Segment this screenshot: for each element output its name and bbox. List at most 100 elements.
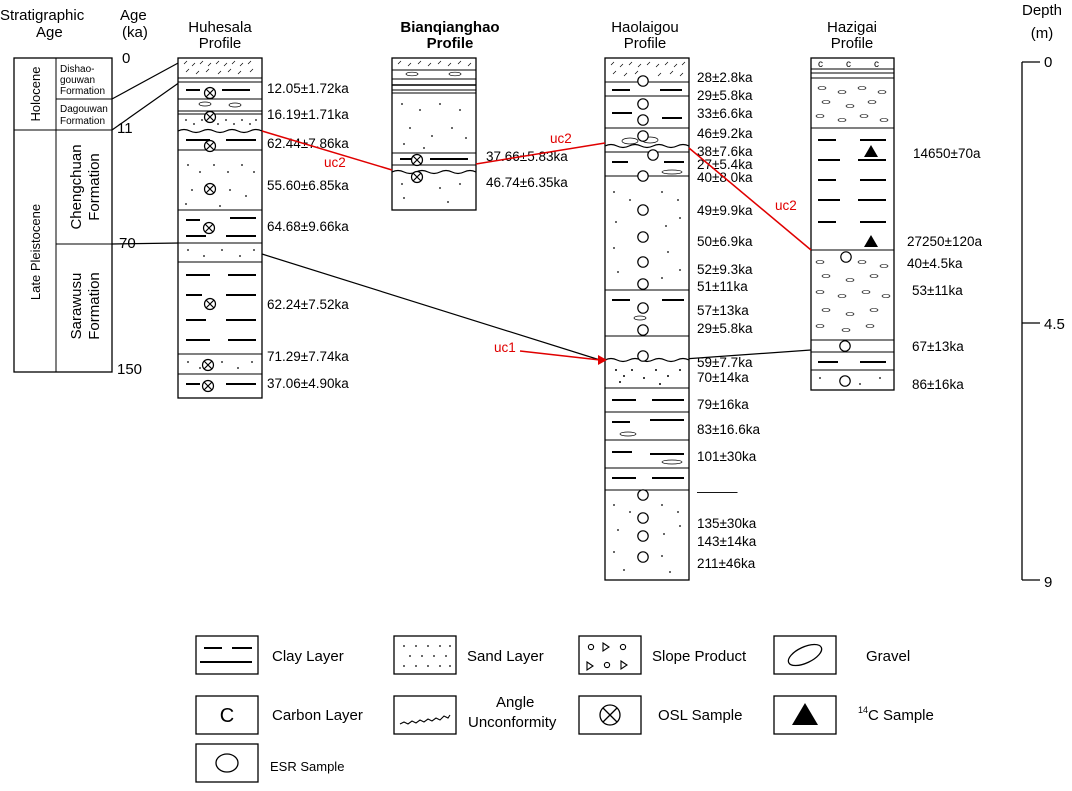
haolaigou-age-11: 51±11ka [697, 279, 748, 294]
header-ka: (ka) [122, 24, 148, 41]
carbon-mark: c [846, 59, 851, 70]
correlation-lines [111, 61, 812, 361]
legend-c14-superscript: 14 [858, 705, 868, 715]
esr-sample-icon [637, 350, 649, 362]
uc2-label-3: uc2 [775, 198, 797, 213]
formation-dishaogouwan-2: gouwan [60, 75, 95, 86]
haolaigou-age-16: 79±16ka [697, 397, 749, 412]
legend-gravel-label: Gravel [866, 648, 910, 665]
c14-sample-icon [864, 145, 878, 157]
carbon-icon: C [220, 705, 234, 727]
haolaigou-title-1: Haolaigou [611, 19, 679, 36]
esr-sample-icon [637, 98, 649, 110]
haolaigou-age-10: 52±9.3ka [697, 262, 753, 277]
legend-sand-label: Sand Layer [467, 648, 544, 665]
hazigai-age-2: 27250±120a [907, 234, 982, 249]
esr-sample-icon [637, 278, 649, 290]
hazigai-age-1: 14650±70a [913, 146, 981, 161]
osl-sample-icon [410, 153, 424, 167]
haolaigou-age-15: 70±14ka [697, 370, 749, 385]
esr-sample-icon [637, 551, 649, 563]
carbon-mark: c [874, 59, 879, 70]
legend-esr-label: ESR Sample [270, 759, 344, 774]
esr-sample-icon [637, 170, 649, 182]
bianqianghao-title-1: Bianqianghao [400, 19, 499, 36]
huhesala-title-1: Huhesala [188, 19, 252, 36]
haolaigou-title-2: Profile [624, 35, 667, 52]
haolaigou-profile: Haolaigou Profile [604, 19, 760, 581]
haolaigou-age-4: 46±9.2ka [697, 126, 753, 141]
legend: Clay Layer Sand Layer Slope Product Grav… [195, 635, 934, 783]
legend-slope: Slope Product [578, 635, 747, 675]
depth-tick-4-5: 4.5 [1044, 316, 1065, 333]
legend-osl-label: OSL Sample [658, 707, 743, 724]
formation-chengchuan-1: Chengchuan [68, 144, 85, 229]
huhesala-age-4: 55.60±6.85ka [267, 178, 349, 193]
legend-unconformity-label-2: Unconformity [468, 714, 557, 731]
esr-sample-icon [647, 149, 659, 161]
huhesala-age-3: 62.44±7.86ka [267, 136, 349, 151]
depth-title-2: (m) [1031, 25, 1054, 42]
huhesala-profile: Huhesala Profile [177, 19, 349, 399]
legend-c14: 14 C Sample [773, 695, 934, 735]
epoch-holocene: Holocene [28, 67, 43, 122]
osl-sample-icon [203, 86, 217, 100]
esr-sample-icon [637, 489, 649, 501]
huhesala-age-1: 12.05±1.72ka [267, 81, 349, 96]
hazigai-age-5: 67±13ka [912, 339, 964, 354]
haolaigou-age-21: 143±14ka [697, 534, 757, 549]
osl-sample-icon [203, 139, 217, 153]
legend-carbon: C Carbon Layer [195, 695, 363, 735]
huhesala-age-2: 16.19±1.71ka [267, 107, 349, 122]
hazigai-title-2: Profile [831, 35, 874, 52]
header-age: Age [120, 7, 147, 24]
depth-tick-0: 0 [1044, 54, 1052, 71]
hazigai-profile: Hazigai Profile c c c [810, 19, 982, 392]
c14-sample-icon [792, 703, 818, 725]
formation-chengchuan-2: Formation [86, 153, 103, 221]
depth-title-1: Depth [1022, 2, 1062, 19]
esr-sample-icon [637, 204, 649, 216]
legend-gravel: Gravel [773, 635, 910, 675]
haolaigou-age-22: 211±46ka [697, 556, 756, 571]
formation-dishaogouwan-1: Dishao- [60, 64, 94, 75]
epoch-late-pleistocene: Late Pleistocene [28, 204, 43, 300]
haolaigou-age-8: 49±9.9ka [697, 203, 753, 218]
haolaigou-age-13: 29±5.8ka [697, 321, 753, 336]
formation-dagouwan-1: Dagouwan [60, 104, 108, 115]
osl-sample-icon [201, 358, 215, 372]
c14-sample-icon [864, 235, 878, 247]
osl-sample-icon [410, 170, 424, 184]
hazigai-age-4: 53±11ka [912, 283, 963, 298]
legend-c14-label: C Sample [868, 707, 934, 724]
stratigraphic-age-column: Stratigraphic Age Age (ka) Holocene Late… [0, 7, 148, 378]
hazigai-title-1: Hazigai [827, 19, 877, 36]
osl-sample-icon [203, 110, 217, 124]
uc2-label-1: uc2 [324, 155, 346, 170]
arrow-head-icon [598, 355, 607, 365]
esr-sample-icon [839, 340, 851, 352]
hazigai-age-6: 86±16ka [912, 377, 964, 392]
legend-clay-label: Clay Layer [272, 648, 344, 665]
unconformity-icon [399, 714, 451, 725]
osl-sample-icon [202, 221, 216, 235]
haolaigou-age-5: 38±7.6ka [697, 144, 753, 159]
depth-tick-9: 9 [1044, 574, 1052, 591]
age-tick-150: 150 [117, 361, 142, 378]
huhesala-age-7: 71.29±7.74ka [267, 349, 349, 364]
osl-sample-icon [599, 704, 621, 726]
haolaigou-age-19: ——— [697, 484, 738, 499]
esr-sample-icon [839, 375, 851, 387]
haolaigou-age-18: 101±30ka [697, 449, 757, 464]
osl-sample-icon [203, 297, 217, 311]
huhesala-age-5: 64.68±9.66ka [267, 219, 349, 234]
carbon-mark: c [818, 59, 823, 70]
esr-sample-icon [637, 256, 649, 268]
osl-sample-icon [203, 182, 217, 196]
legend-unconformity-label-1: Angle [496, 694, 534, 711]
formation-dishaogouwan-3: Formation [60, 86, 105, 97]
depth-axis: Depth (m) 0 4.5 9 [1021, 2, 1065, 591]
formation-sarawusu-2: Formation [86, 272, 103, 340]
esr-sample-icon [637, 302, 649, 314]
legend-slope-label: Slope Product [652, 648, 747, 665]
